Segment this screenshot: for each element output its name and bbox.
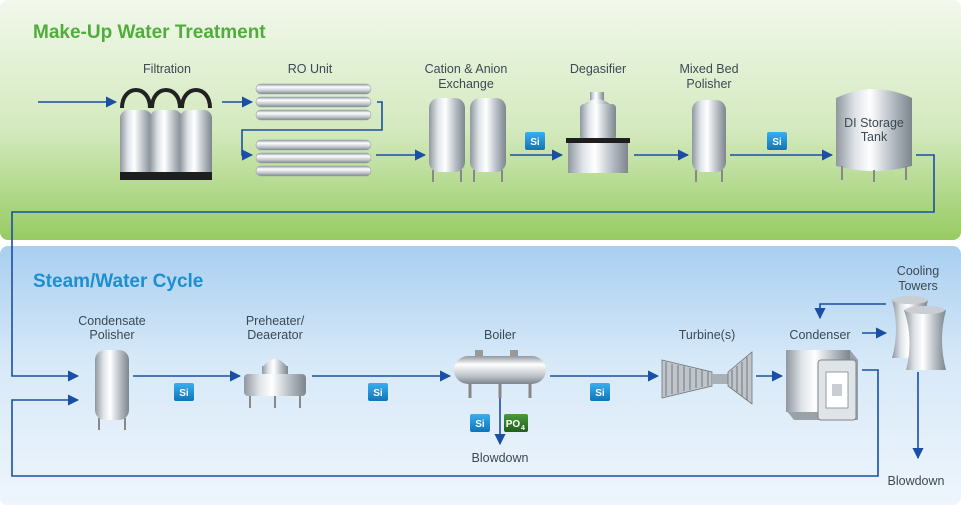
svg-text:Si: Si: [530, 137, 540, 148]
preheater-deaerator: [244, 359, 306, 408]
mixed-bed-label-1: Mixed Bed: [679, 62, 738, 76]
condenser-label: Condenser: [789, 328, 850, 342]
ro-unit-label: RO Unit: [288, 62, 333, 76]
si-badge-after-exchange: Si: [525, 132, 545, 150]
turbine-label: Turbine(s): [679, 328, 736, 342]
svg-text:4: 4: [521, 425, 525, 432]
filtration-vessels: [120, 88, 212, 180]
makeup-flow-lines: [11, 96, 935, 382]
po4-badge-blowdown: PO 4: [504, 414, 528, 432]
condensate-polisher-label-2: Polisher: [89, 328, 134, 342]
boiler: [454, 350, 546, 398]
filtration-label: Filtration: [143, 62, 191, 76]
mixed-bed-polisher: [692, 100, 726, 182]
svg-text:Si: Si: [772, 137, 782, 148]
boiler-label: Boiler: [484, 328, 516, 342]
si-badge-after-deaerator: Si: [368, 383, 388, 401]
ion-exchange-label-1: Cation & Anion: [425, 62, 508, 76]
svg-text:Si: Si: [595, 388, 605, 399]
cycle-title: Steam/Water Cycle: [33, 271, 203, 292]
svg-text:PO: PO: [506, 419, 521, 430]
cooling-towers-label-2: Towers: [898, 279, 938, 293]
si-badge-blowdown: Si: [470, 414, 490, 432]
makeup-title: Make-Up Water Treatment: [33, 22, 266, 43]
condenser: [786, 350, 858, 421]
preheater-label-2: Deaerator: [247, 328, 303, 342]
boiler-blowdown-label: Blowdown: [472, 451, 529, 465]
si-badge-after-boiler: Si: [590, 383, 610, 401]
svg-text:Si: Si: [475, 419, 485, 430]
towers-blowdown-label: Blowdown: [888, 474, 945, 488]
turbine: [661, 351, 753, 405]
di-storage-tank: [836, 89, 912, 182]
preheater-label-1: Preheater/: [246, 314, 305, 328]
ro-unit-membranes: [255, 83, 372, 177]
si-badge-after-polisher: Si: [174, 383, 194, 401]
cycle-flow-lines: [11, 303, 924, 477]
ion-exchange-label-2: Exchange: [438, 77, 494, 91]
di-storage-label-2: Tank: [861, 130, 888, 144]
svg-text:Si: Si: [373, 388, 383, 399]
degasifier-label: Degasifier: [570, 62, 626, 76]
cooling-towers-label-1: Cooling: [897, 264, 939, 278]
cooling-towers: [892, 296, 946, 370]
mixed-bed-label-2: Polisher: [686, 77, 731, 91]
svg-text:Si: Si: [179, 388, 189, 399]
degasifier-unit: [566, 92, 630, 173]
di-storage-label-1: DI Storage: [844, 116, 904, 130]
condensate-polisher-label-1: Condensate: [78, 314, 145, 328]
condensate-polisher: [95, 350, 129, 430]
si-badge-after-mixed-bed: Si: [767, 132, 787, 150]
ion-exchange-vessels: [429, 98, 506, 182]
